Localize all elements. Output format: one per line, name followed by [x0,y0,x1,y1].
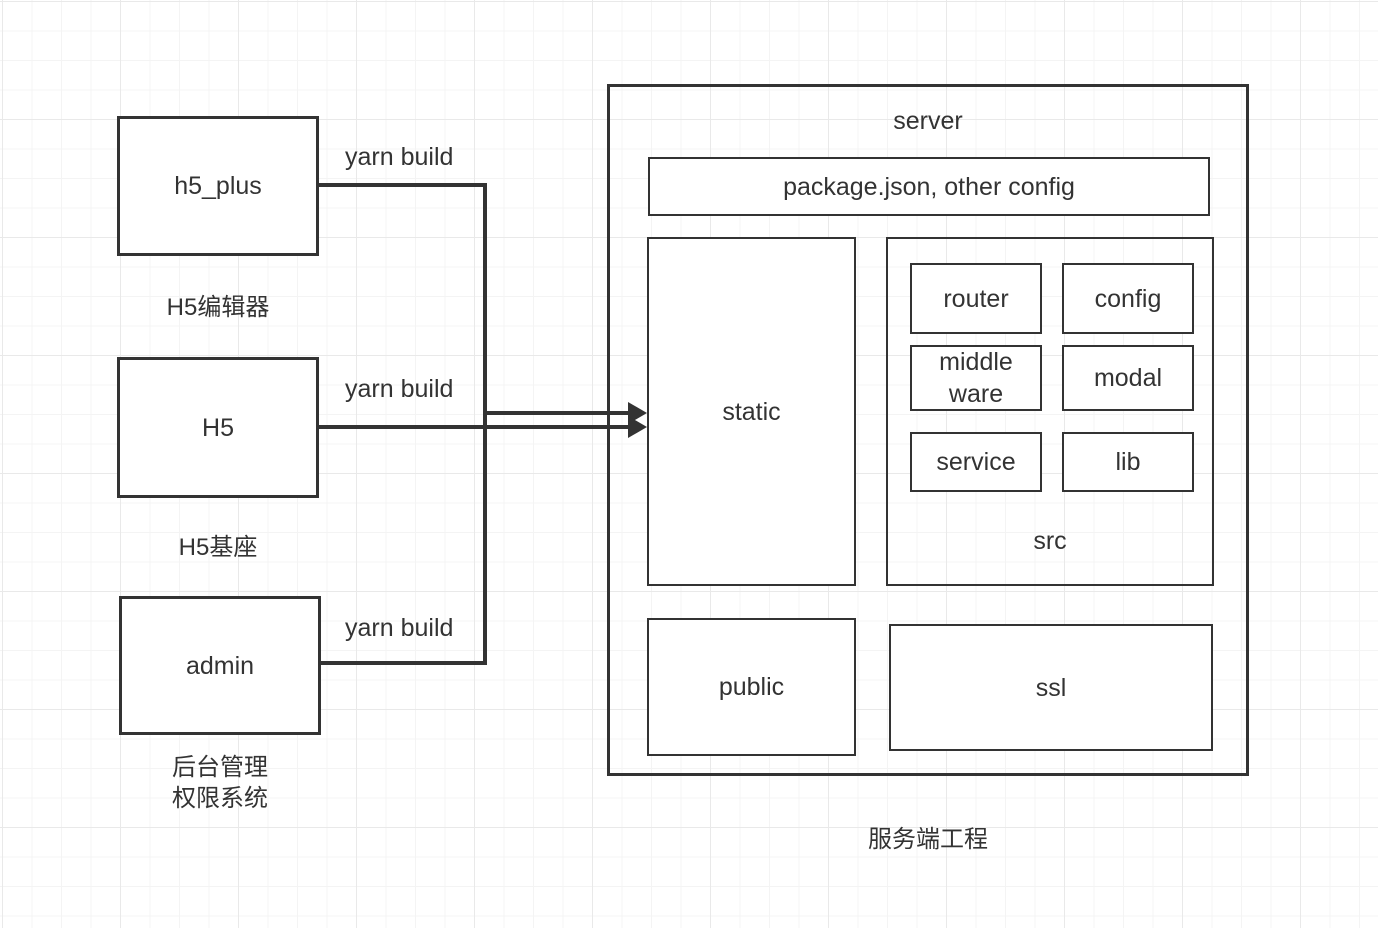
node-admin-label: admin [185,651,255,680]
node-public-label: public [718,673,785,701]
node-h5-plus[interactable]: h5_plus [117,116,319,256]
node-config[interactable]: config [1062,263,1194,334]
caption-h5: H5基座 [178,534,258,561]
connector-h5-plus-horizontal [318,183,487,187]
node-middleware-label: middle ware [939,348,1013,408]
edge-label-h5-plus: yarn build [345,143,454,171]
node-service-label: service [936,448,1016,476]
connector-h5-horizontal [318,425,628,429]
node-package-config[interactable]: package.json, other config [648,157,1210,216]
node-ssl[interactable]: ssl [889,624,1213,751]
node-lib[interactable]: lib [1062,432,1194,492]
node-router[interactable]: router [910,263,1042,334]
container-server: server [607,84,1249,776]
caption-admin: 后台管理 权限系统 [172,754,268,813]
node-h5[interactable]: H5 [117,357,319,498]
node-router-label: router [943,284,1009,313]
connector-h5-plus-vertical [483,183,487,415]
node-admin[interactable]: admin [119,596,321,735]
node-config-label: config [1094,284,1162,313]
arrow-head-lower [628,416,647,438]
container-src: src [886,237,1214,586]
node-h5-plus-label: h5_plus [174,172,262,200]
node-modal[interactable]: modal [1062,345,1194,411]
node-h5-label: H5 [202,413,234,442]
node-ssl-label: ssl [1035,673,1067,702]
node-static-label: static [722,397,781,426]
node-modal-label: modal [1093,364,1163,392]
node-public[interactable]: public [647,618,856,756]
caption-h5-plus: H5编辑器 [166,294,270,321]
node-static[interactable]: static [647,237,856,586]
connector-h5-plus-to-arrow [483,411,628,415]
node-package-config-label: package.json, other config [783,172,1075,201]
connector-admin-vertical [483,411,487,665]
edge-label-h5: yarn build [345,375,454,403]
node-middleware[interactable]: middle ware [910,345,1042,411]
node-lib-label: lib [1115,448,1141,476]
edge-label-admin: yarn build [345,614,454,642]
caption-server: 服务端工程 [868,826,988,853]
src-title: src [1033,526,1067,555]
server-title: server [893,107,963,135]
connector-admin-horizontal [320,661,487,665]
node-service[interactable]: service [910,432,1042,492]
